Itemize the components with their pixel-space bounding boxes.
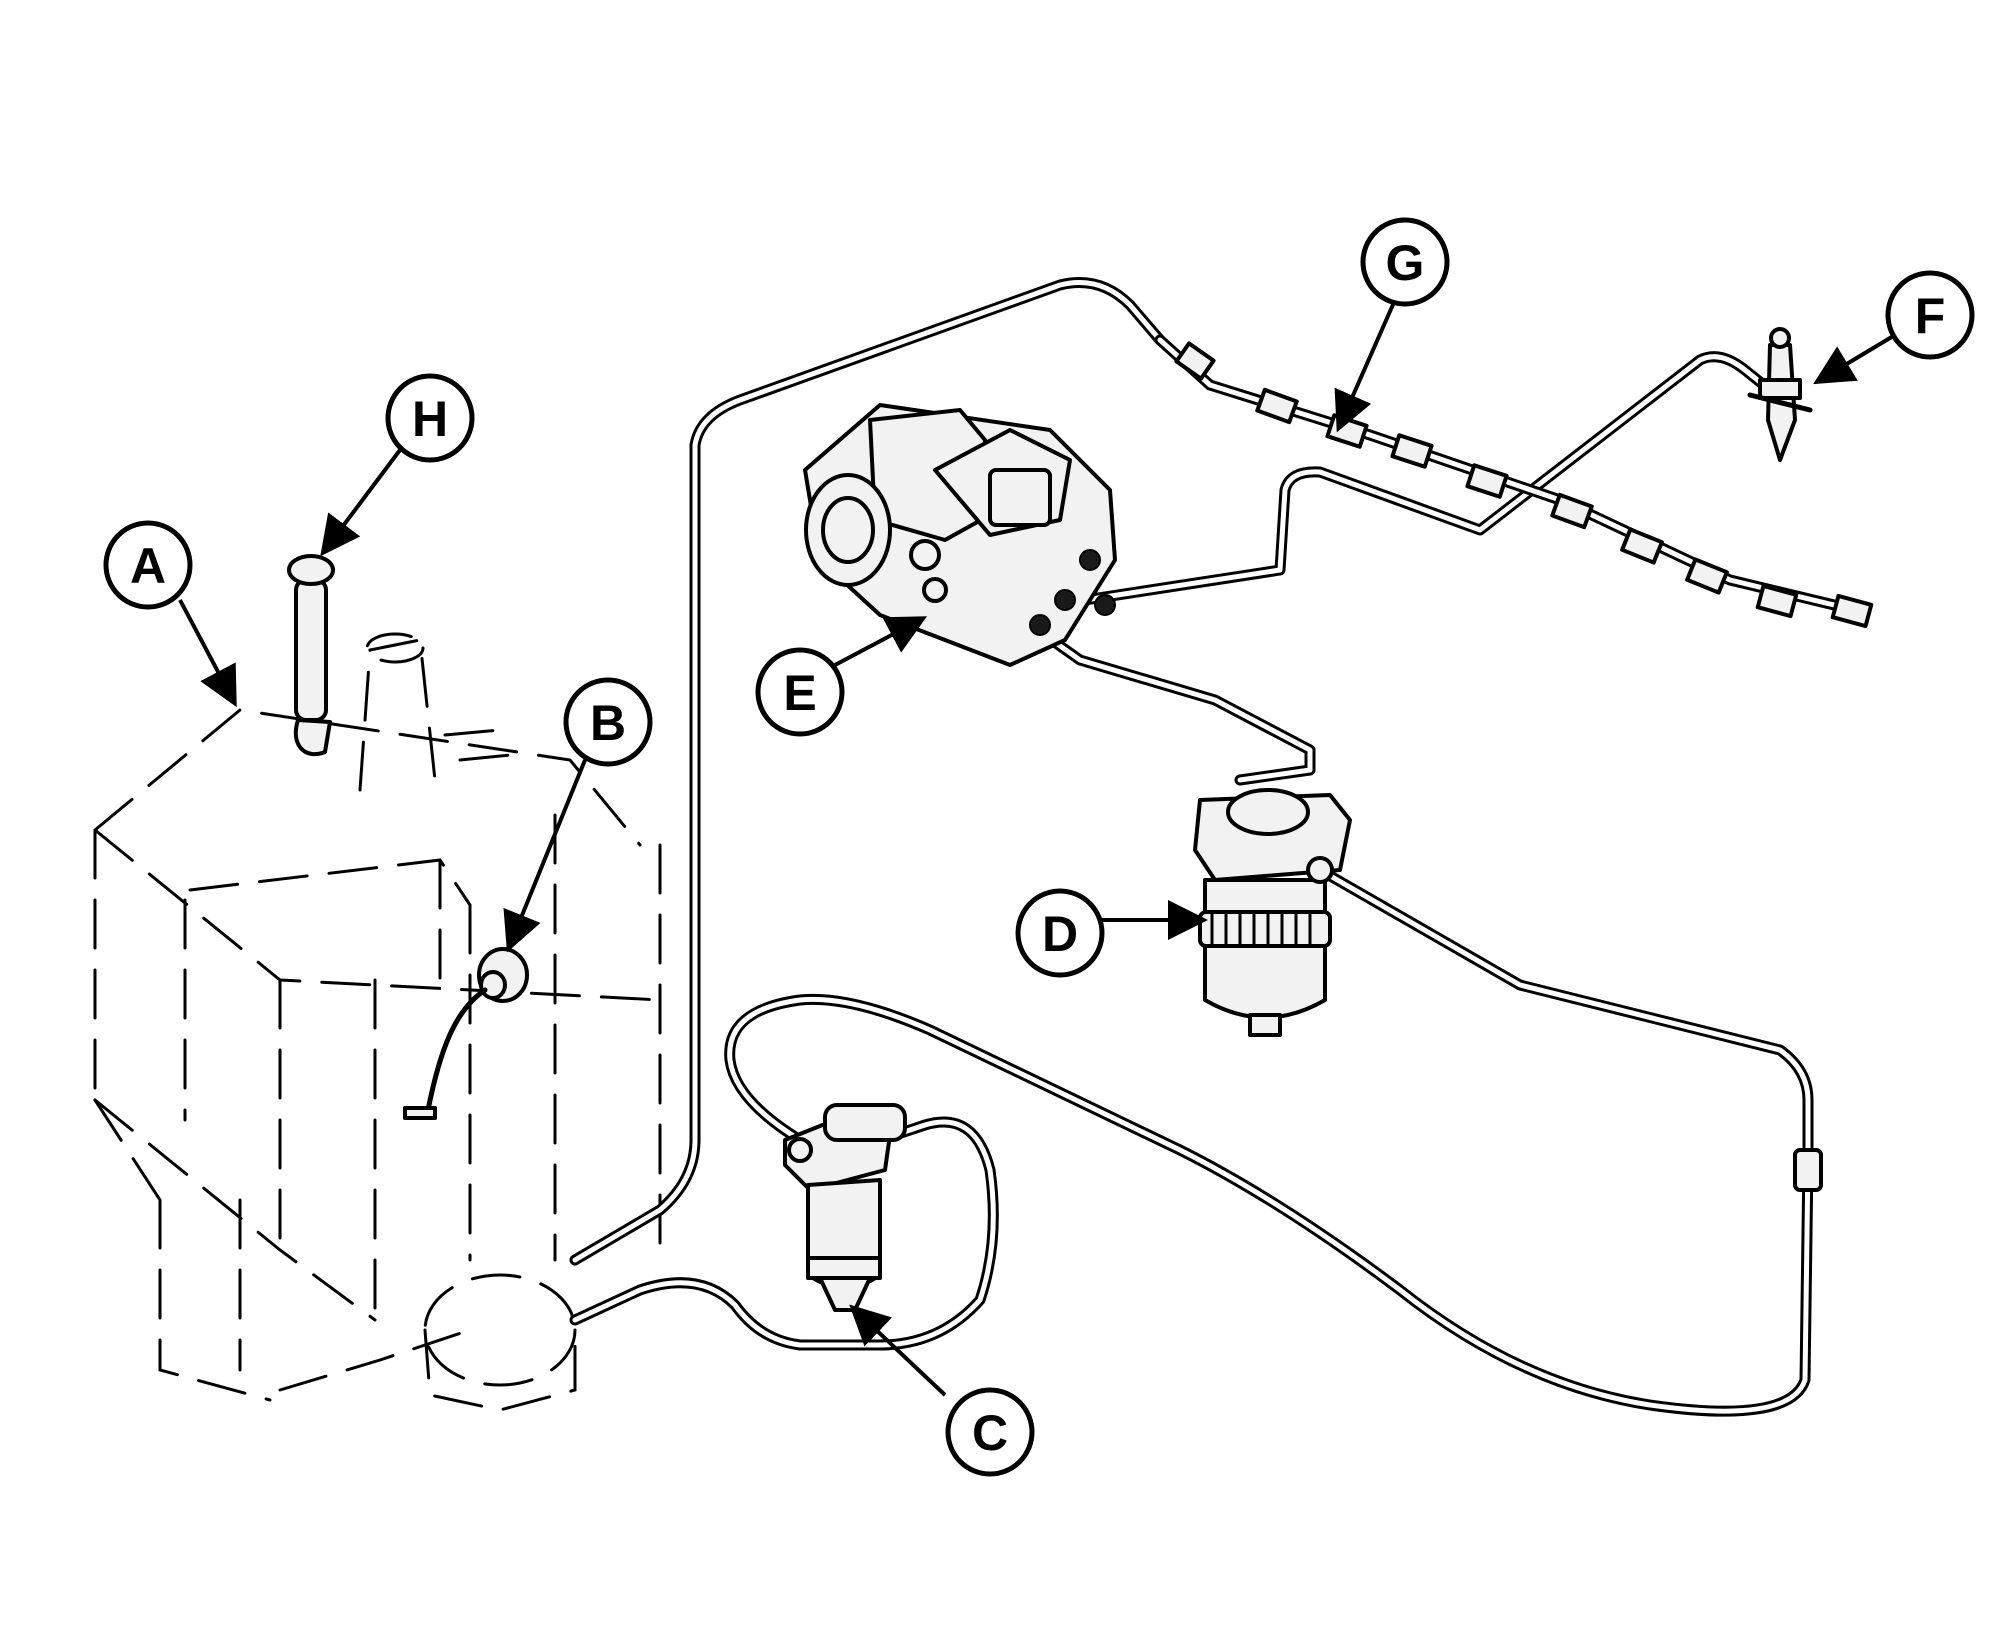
callout-leaders <box>178 299 1897 1397</box>
callout-h-label: H <box>412 391 448 447</box>
leader-c <box>849 1304 947 1397</box>
callout-b: B <box>563 677 653 767</box>
callout-b-label: B <box>590 695 626 751</box>
injector-nozzle <box>1747 327 1813 462</box>
leader-a <box>178 599 237 708</box>
fuel-gauge-sender <box>403 947 529 1120</box>
leader-f <box>1813 333 1897 385</box>
injection-pump <box>803 403 1117 667</box>
fuel-tank <box>93 632 662 1412</box>
fill-pipe <box>287 554 335 757</box>
leader-e <box>834 616 928 667</box>
leader-b <box>503 759 587 953</box>
callout-c-label: C <box>972 1405 1008 1461</box>
callout-g: G <box>1360 217 1450 307</box>
callout-e-label: E <box>783 665 816 721</box>
callout-a-label: A <box>130 538 166 594</box>
primary-fuel-filter <box>783 1103 907 1312</box>
callout-f: F <box>1885 270 1975 360</box>
callout-c: C <box>945 1387 1035 1477</box>
callout-d-label: D <box>1042 906 1078 962</box>
leak-off-rail-fittings <box>1174 341 1874 629</box>
leader-h <box>320 448 402 557</box>
callout-d: D <box>1015 888 1105 978</box>
callout-a: A <box>103 520 193 610</box>
callout-e: E <box>755 647 845 737</box>
callout-h: H <box>385 373 475 463</box>
leader-g <box>1334 299 1397 433</box>
final-fuel-filter <box>1193 788 1352 1037</box>
callout-f-label: F <box>1915 288 1946 344</box>
callout-g-label: G <box>1386 235 1425 291</box>
